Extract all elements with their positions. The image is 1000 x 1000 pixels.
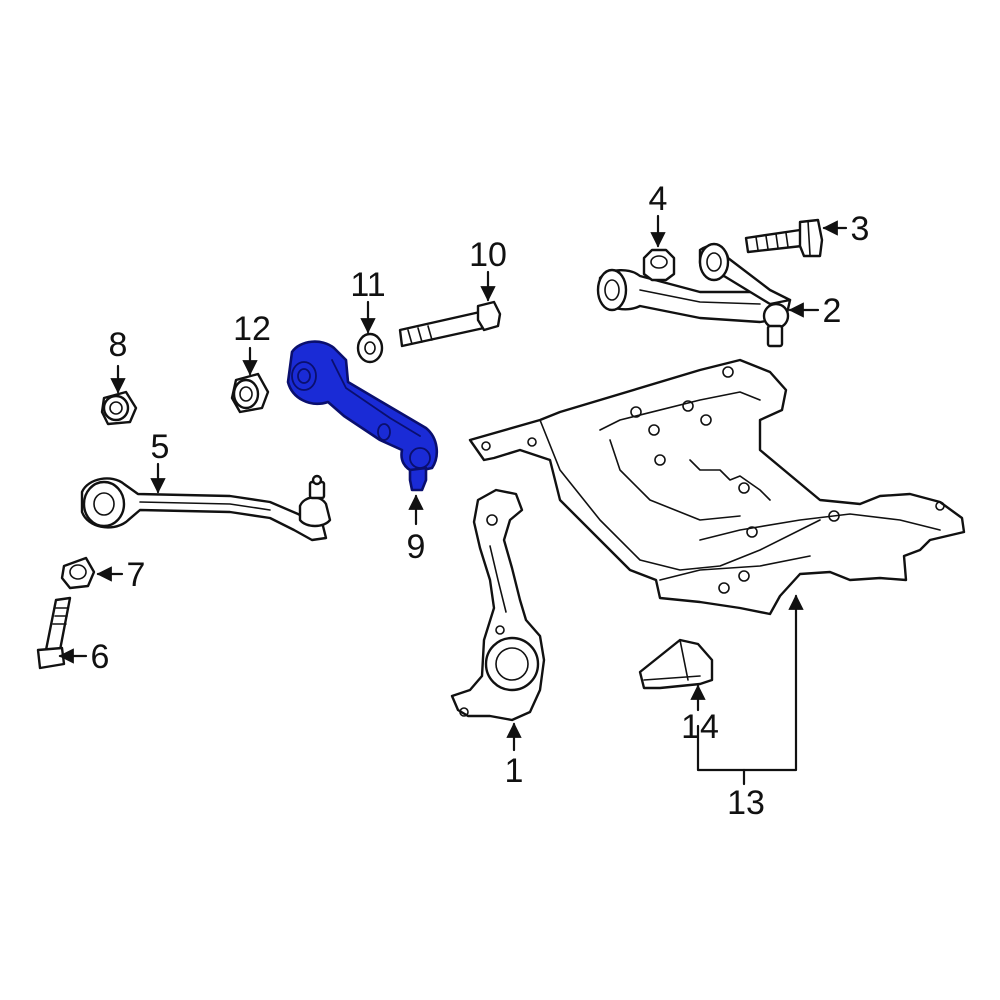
leader-13-bracket bbox=[696, 594, 804, 772]
bushing-part[interactable] bbox=[230, 372, 270, 414]
lower-arm-part[interactable] bbox=[80, 474, 332, 542]
callout-12: 12 bbox=[233, 310, 271, 348]
callout-6: 6 bbox=[91, 638, 110, 676]
callout-13: 13 bbox=[727, 784, 765, 822]
leader-lines bbox=[58, 214, 848, 786]
subframe-part[interactable] bbox=[468, 358, 966, 616]
callout-11: 11 bbox=[350, 266, 385, 304]
steering-knuckle-part[interactable] bbox=[450, 488, 546, 722]
callout-2: 2 bbox=[823, 292, 842, 330]
callout-7: 7 bbox=[127, 556, 146, 594]
lower-arm-bolt-part[interactable] bbox=[36, 596, 72, 670]
callout-8: 8 bbox=[109, 326, 128, 364]
flange-nut-part[interactable] bbox=[642, 248, 676, 282]
spacer-part[interactable] bbox=[60, 556, 96, 590]
callout-numbers: 1 2 3 4 5 6 7 8 9 10 11 12 13 14 bbox=[91, 180, 870, 822]
washer-part[interactable] bbox=[356, 332, 384, 364]
upper-arm-bolt-part[interactable] bbox=[744, 218, 824, 258]
callout-3: 3 bbox=[851, 210, 870, 248]
callout-1: 1 bbox=[505, 752, 524, 790]
callout-14: 14 bbox=[681, 708, 719, 746]
long-bolt-part[interactable] bbox=[398, 300, 502, 348]
lower-control-arm-highlighted-part[interactable] bbox=[286, 340, 439, 492]
callout-4: 4 bbox=[649, 180, 668, 218]
small-bushing-part[interactable] bbox=[100, 390, 138, 426]
mount-bracket-part[interactable] bbox=[638, 638, 714, 690]
callout-10: 10 bbox=[469, 236, 507, 274]
upper-control-arm-part[interactable] bbox=[596, 242, 792, 348]
callout-5: 5 bbox=[151, 428, 170, 466]
highlight-fill bbox=[286, 340, 439, 474]
callout-9: 9 bbox=[407, 528, 426, 566]
